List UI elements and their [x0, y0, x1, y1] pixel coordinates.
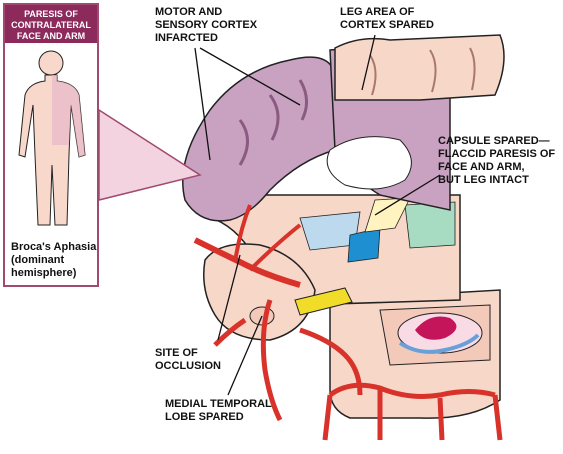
artery-curve	[299, 327, 363, 396]
pointer-line-occlusion	[217, 254, 241, 341]
inset-header-line: PARESIS OF	[24, 9, 78, 19]
ventricle	[326, 136, 412, 190]
inset-header: PARESIS OF CONTRALATERAL FACE AND ARM	[5, 5, 97, 43]
pointer-line-leg	[361, 34, 376, 91]
inset-header-line: CONTRALATERAL	[11, 20, 91, 30]
temporal-lobe	[203, 243, 316, 341]
inset-header-line: FACE AND ARM	[16, 31, 86, 41]
red-nucleus	[415, 316, 457, 340]
figure-head	[38, 50, 64, 76]
infarcted-cortex	[182, 56, 336, 222]
label-line: FLACCID PARESIS OF	[438, 148, 556, 160]
basilar-artery	[322, 382, 503, 441]
label-line: INFARCTED	[155, 32, 218, 44]
middle-cerebral-artery	[193, 237, 301, 288]
label-line: MOTOR AND	[155, 6, 223, 18]
inset-caption-line: hemisphere)	[11, 267, 77, 279]
inset-caption-line: Broca's Aphasia	[11, 241, 97, 253]
leg-cortex-sulcus	[369, 47, 476, 96]
label-motor-sensory: MOTOR AND SENSORY CORTEX INFARCTED	[155, 6, 257, 45]
label-line: OCCLUSION	[155, 360, 221, 372]
label-line: CAPSULE SPARED—	[438, 135, 550, 147]
figure-affected-side	[52, 75, 85, 157]
pointer-line-motor	[194, 47, 301, 161]
label-site-of-occlusion: SITE OF OCCLUSION	[155, 347, 221, 373]
label-medial-temporal: MEDIAL TEMPORAL LOBE SPARED	[165, 398, 272, 424]
label-line: FACE AND ARM,	[438, 161, 525, 173]
label-line: LOBE SPARED	[165, 411, 244, 423]
label-line: SENSORY CORTEX	[155, 19, 258, 31]
label-line: SITE OF	[155, 347, 198, 359]
human-figure	[18, 50, 86, 226]
label-line: CORTEX SPARED	[340, 19, 434, 31]
label-line: MEDIAL TEMPORAL	[165, 398, 272, 410]
label-line: BUT LEG INTACT	[438, 174, 529, 186]
inset-caption-line: (dominant	[11, 254, 65, 266]
pointer-line-temporal	[227, 315, 263, 396]
cortex-sulcus	[238, 79, 308, 166]
artery-branch-2	[213, 299, 283, 422]
patient-inset: PARESIS OF CONTRALATERAL FACE AND ARM Br…	[3, 3, 99, 287]
label-leg-area: LEG AREA OF CORTEX SPARED	[340, 6, 434, 32]
label-capsule-spared: CAPSULE SPARED— FLACCID PARESIS OF FACE …	[438, 135, 555, 187]
substantia-nigra	[398, 333, 480, 354]
artery-branch-1	[233, 204, 302, 272]
leg-cortex-spared	[334, 34, 505, 101]
pointer-line-capsule	[374, 174, 441, 216]
inset-caption: Broca's Aphasia (dominant hemisphere)	[11, 241, 96, 280]
label-line: LEG AREA OF	[340, 6, 415, 18]
inset-connector	[98, 108, 202, 201]
yellow-vessel	[294, 287, 353, 316]
